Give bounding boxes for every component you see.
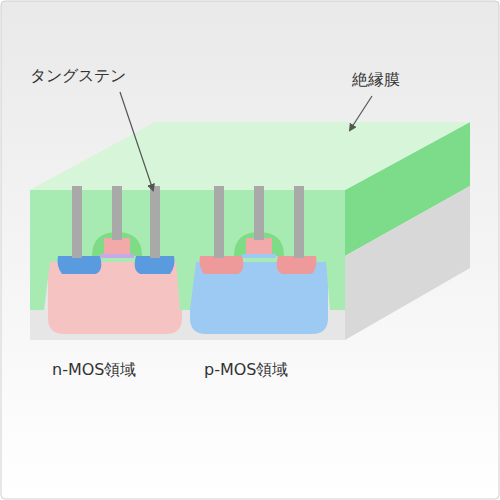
p-source bbox=[200, 256, 244, 274]
region-label: n-MOS領域 bbox=[52, 360, 136, 379]
p-gate-oxide bbox=[242, 254, 276, 258]
n-drain bbox=[135, 256, 175, 274]
p-gate bbox=[246, 238, 272, 254]
substrate-side bbox=[345, 186, 470, 340]
part-label: タングステン bbox=[30, 66, 126, 85]
n-gate-oxide bbox=[100, 254, 134, 258]
part-label: 絶縁膜 bbox=[352, 70, 400, 89]
tungsten-plugs bbox=[72, 186, 304, 258]
n-source bbox=[58, 256, 102, 274]
tungsten-leader bbox=[120, 92, 153, 190]
p-drain bbox=[277, 256, 317, 274]
film-leader bbox=[350, 96, 372, 130]
film-top bbox=[30, 122, 470, 190]
region-label: p-MOS領域 bbox=[204, 360, 288, 379]
n-gate bbox=[104, 238, 130, 254]
